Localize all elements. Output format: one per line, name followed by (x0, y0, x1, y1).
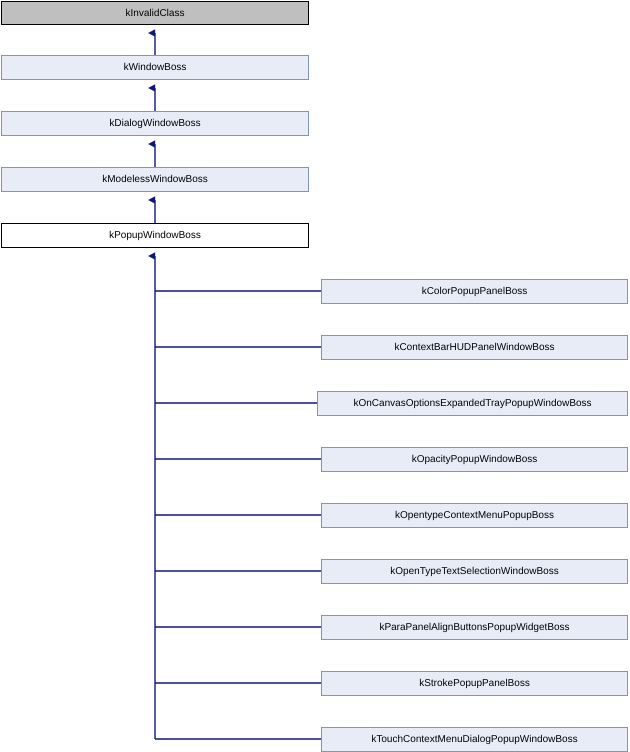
class-node-kopentypecontextmenupopupboss[interactable]: kOpentypeContextMenuPopupBoss (321, 503, 628, 528)
class-node-kpopupwindowboss[interactable]: kPopupWindowBoss (1, 223, 309, 248)
class-node-kcolorpopuppanelboss[interactable]: kColorPopupPanelBoss (321, 279, 628, 304)
class-node-koncanvasoptionsexpandedtraypopupwindowboss[interactable]: kOnCanvasOptionsExpandedTrayPopupWindowB… (317, 391, 628, 416)
descendant-branch-group (155, 290, 321, 740)
class-node-kinvalidclass[interactable]: kInvalidClass (1, 1, 309, 25)
class-node-kparapanelalignbuttonspopupwidgetboss[interactable]: kParaPanelAlignButtonsPopupWidgetBoss (321, 615, 628, 640)
class-node-kmodelesswindowboss[interactable]: kModelessWindowBoss (1, 167, 309, 192)
class-node-kopentypetextselectionwindowboss[interactable]: kOpenTypeTextSelectionWindowBoss (321, 559, 628, 584)
class-node-kwindowboss[interactable]: kWindowBoss (1, 55, 309, 80)
class-node-kcontextbarhudpanelwindowboss[interactable]: kContextBarHUDPanelWindowBoss (321, 335, 628, 360)
class-node-kdialogwindowboss[interactable]: kDialogWindowBoss (1, 111, 309, 136)
class-node-kopacitypopupwindowboss[interactable]: kOpacityPopupWindowBoss (321, 447, 628, 472)
class-node-ktouchcontextmenudialogpopupwindowboss[interactable]: kTouchContextMenuDialogPopupWindowBoss (321, 727, 628, 752)
class-node-kstrokepopuppanelboss[interactable]: kStrokePopupPanelBoss (321, 671, 628, 696)
